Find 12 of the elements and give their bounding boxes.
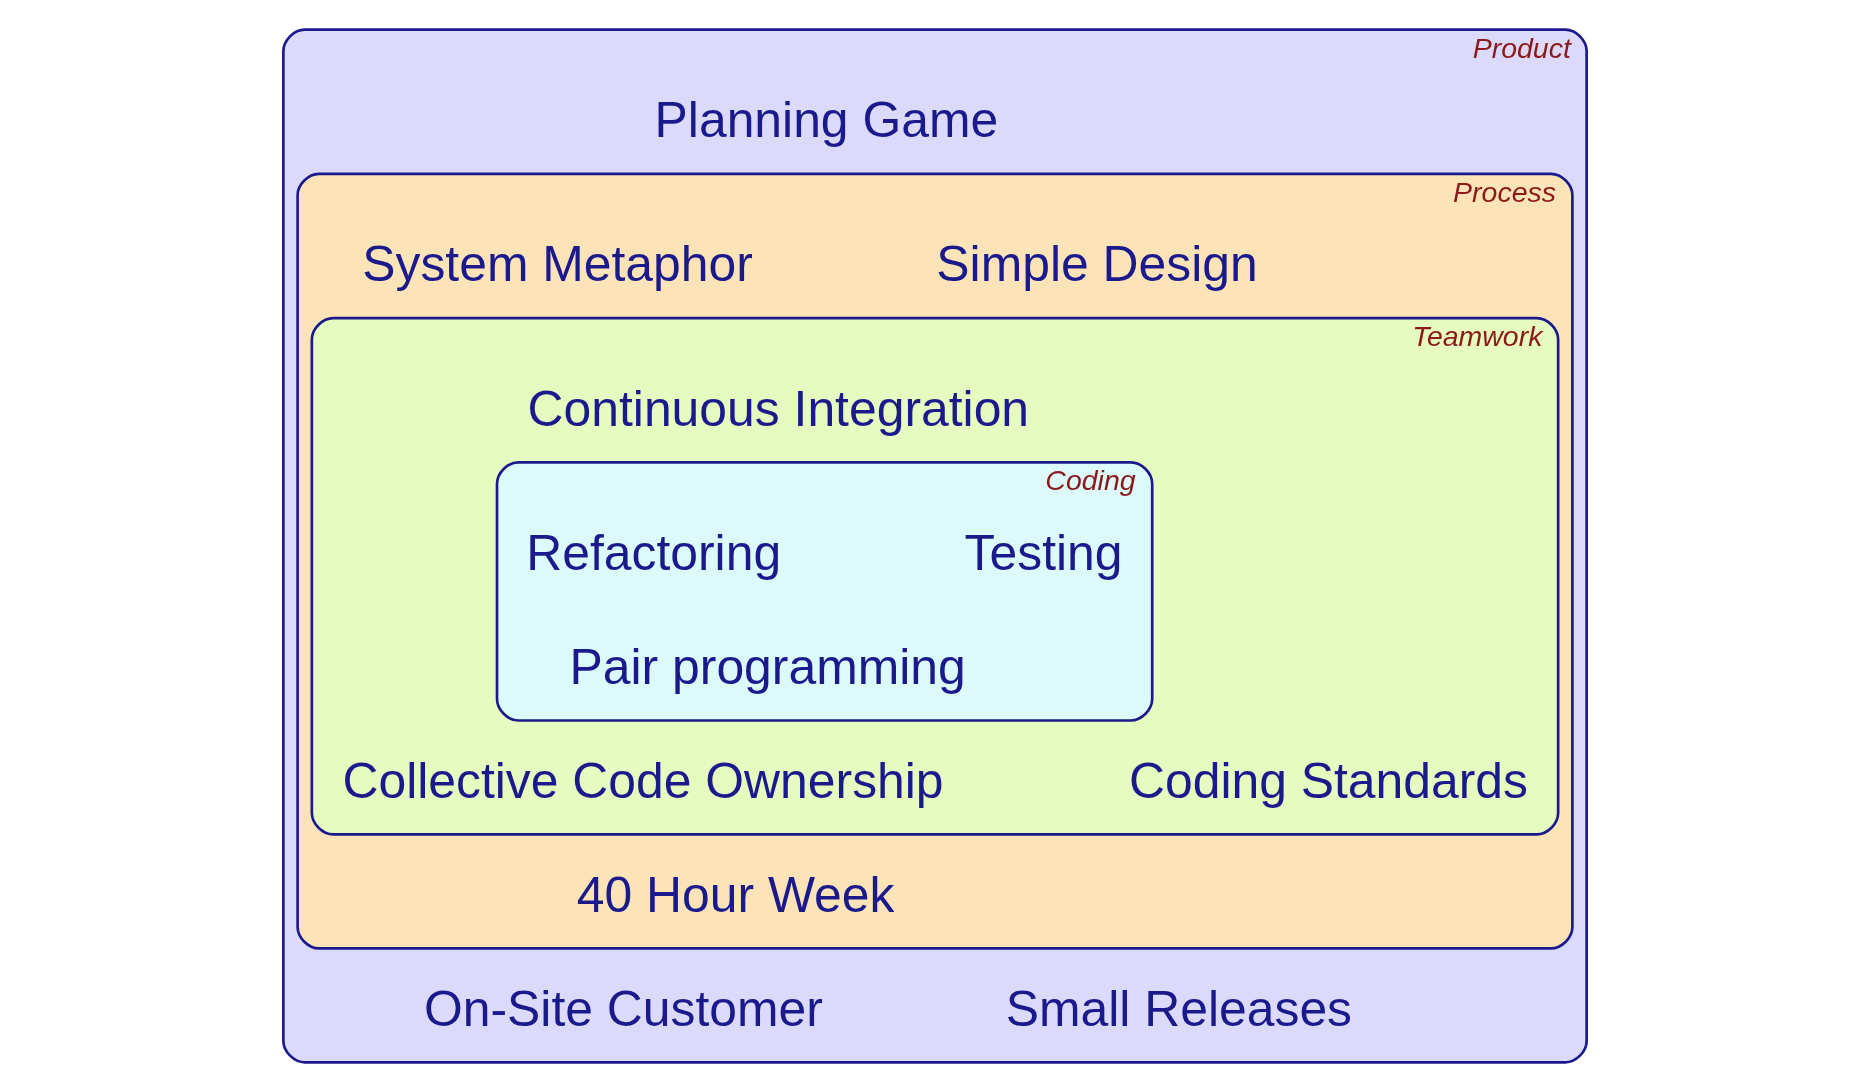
node-text: Refactoring: [526, 524, 782, 581]
node-text: Small Releases: [1005, 980, 1353, 1037]
node-text: Collective Code Ownership: [342, 752, 944, 809]
node-text: Planning Game: [654, 92, 999, 149]
node-text: System Metaphor: [362, 236, 753, 293]
node-text: Simple Design: [936, 236, 1258, 293]
node-text: Testing: [964, 524, 1123, 581]
node-text: Continuous Integration: [527, 380, 1030, 437]
node-text: On-Site Customer: [423, 980, 823, 1037]
node-text: Pair programming: [569, 638, 966, 695]
node-text: Coding Standards: [1128, 752, 1528, 809]
node-text: 40 Hour Week: [576, 866, 895, 923]
